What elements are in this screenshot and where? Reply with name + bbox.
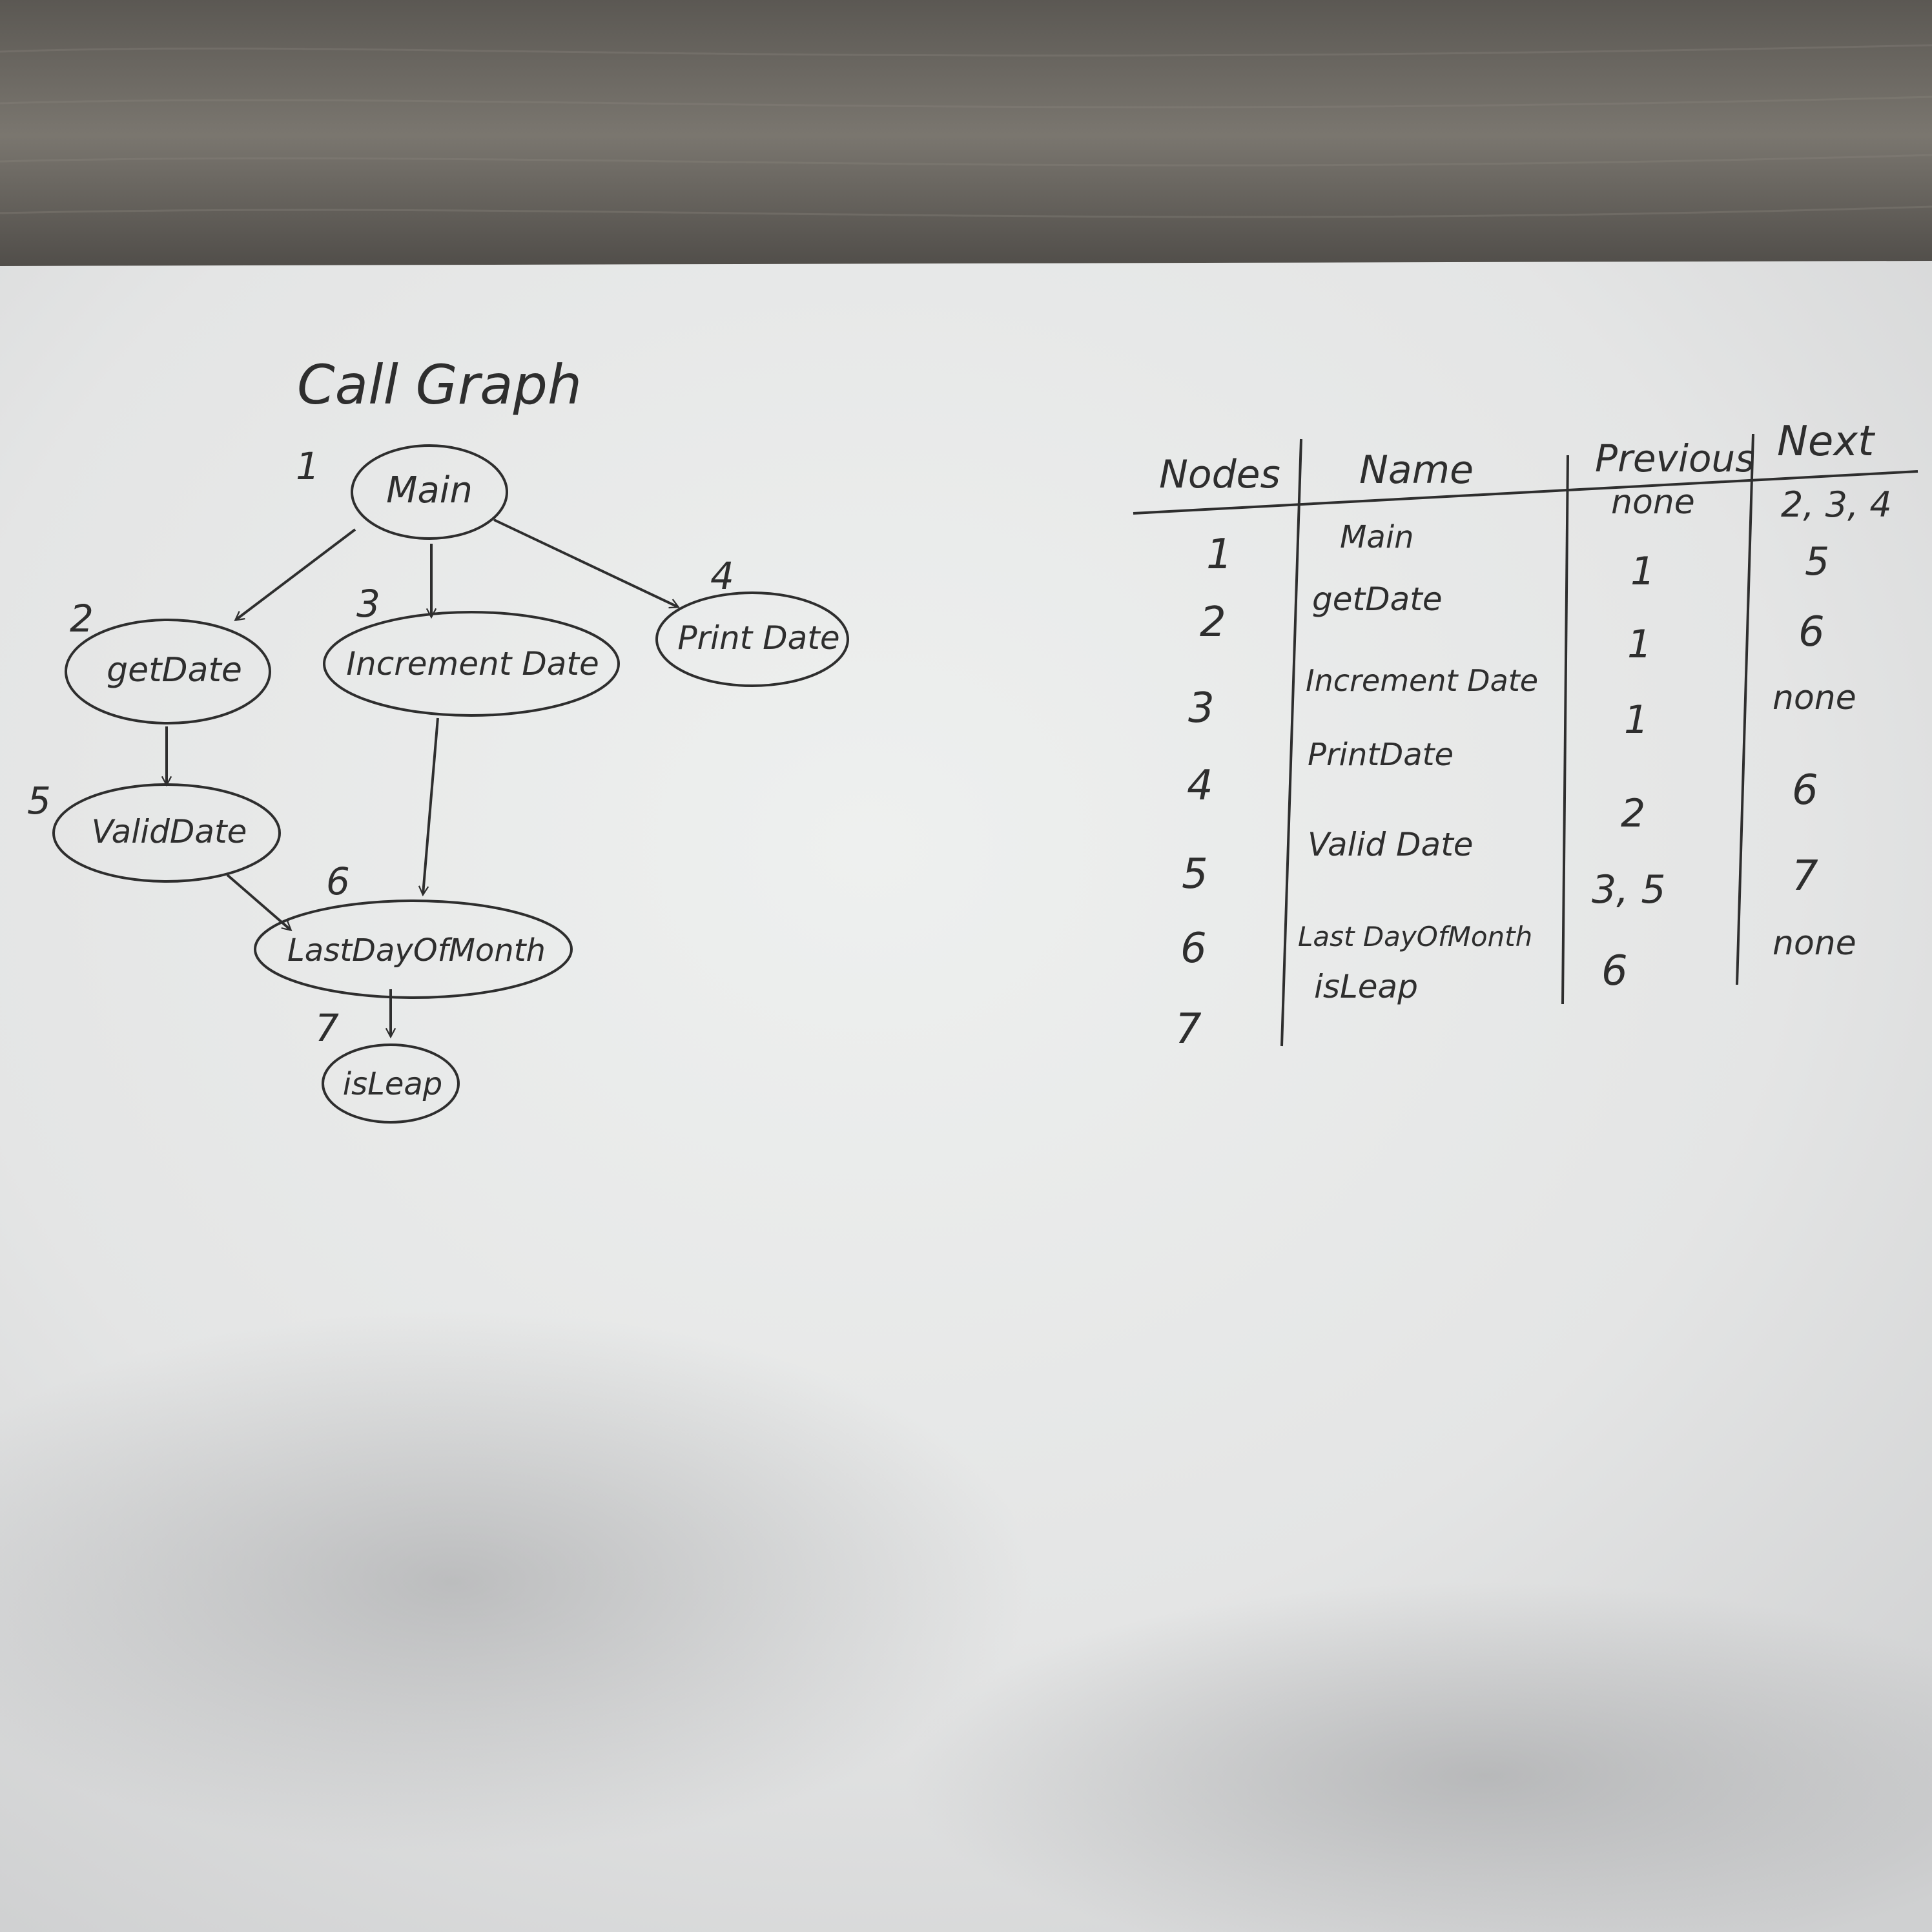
graph-nodes [52, 444, 849, 1124]
graph-node-labels: Main getDate Increment Date Print Date V… [92, 469, 840, 1102]
table-cell-next: 6 [1798, 608, 1825, 656]
table-header-rule [1133, 470, 1918, 515]
table-cell-next: none [1773, 924, 1856, 963]
table-cell-next: none [1773, 679, 1856, 717]
table-lines [1133, 433, 1918, 1047]
table-cell-name: Increment Date [1306, 663, 1538, 698]
table-cell-name: Main [1340, 519, 1414, 555]
table-cell-previous: 3, 5 [1592, 867, 1666, 912]
edge-1-2 [234, 528, 356, 621]
table-col-name: Main getDate Increment Date PrintDate Va… [1298, 519, 1538, 1005]
table-cell-previous: 1 [1627, 622, 1652, 667]
table-cell-node: 1 [1206, 531, 1233, 579]
node-number-2: 2 [70, 597, 94, 641]
table-cell-node: 2 [1200, 599, 1226, 646]
table-cell-name: Valid Date [1308, 826, 1474, 863]
table-cell-next: 6 [1792, 766, 1818, 814]
table-col-previous: none 1 1 1 2 3, 5 6 [1592, 483, 1695, 995]
table-cell-previous: 1 [1624, 697, 1649, 743]
table-col-nodes: 1 2 3 4 5 6 7 [1175, 531, 1233, 1053]
node-label-isleap: isLeap [343, 1066, 443, 1102]
table-cell-name: isLeap [1314, 968, 1418, 1005]
wood-grain [0, 44, 1932, 218]
node-ellipse-validdate [52, 783, 281, 883]
node-ellipse-incrementdate [323, 611, 620, 717]
table-divider-nodes-name [1280, 438, 1302, 1047]
node-ellipse-main [351, 444, 508, 540]
table-cell-node: 3 [1188, 684, 1215, 732]
paper-shadow [0, 1311, 1033, 1853]
table-cell-next: 5 [1805, 539, 1829, 584]
node-number-1: 1 [296, 444, 320, 488]
wood-table [0, 0, 1932, 271]
node-label-printdate: Print Date [677, 619, 839, 657]
header-name: Name [1359, 447, 1474, 493]
node-number-7: 7 [315, 1006, 339, 1050]
table-cell-previous: 2 [1621, 791, 1645, 836]
node-label-main: Main [386, 469, 473, 511]
node-number-5: 5 [27, 779, 51, 823]
node-ellipse-lastdayofmonth [254, 899, 573, 999]
table-cell-previous: 6 [1601, 947, 1628, 995]
node-number-4: 4 [710, 554, 734, 598]
graph-node-numbers: 1 2 3 4 5 6 7 [27, 444, 734, 1050]
node-ellipse-printdate [655, 591, 849, 687]
table-cell-node: 4 [1187, 762, 1213, 810]
table-cell-previous: none [1611, 483, 1695, 522]
node-ellipse-isleap [322, 1043, 460, 1124]
node-label-getdate: getDate [107, 651, 242, 690]
edge-5-6 [226, 874, 293, 932]
table-cell-node: 5 [1182, 850, 1208, 898]
table-cell-node: 7 [1175, 1005, 1202, 1053]
edge-3-6 [418, 717, 439, 897]
graph-title: Call Graph [297, 353, 582, 416]
node-label-incrementdate: Increment Date [346, 645, 599, 683]
node-number-6: 6 [326, 859, 350, 903]
header-next: Next [1777, 418, 1876, 466]
graph-edges [161, 519, 680, 1039]
table-cell-node: 6 [1180, 925, 1207, 972]
node-ellipse-getdate [65, 619, 271, 724]
header-nodes: Nodes [1159, 452, 1280, 497]
table-cell-name: getDate [1312, 581, 1443, 618]
header-previous: Previous [1595, 437, 1754, 480]
node-label-lastdayofmonth: LastDayOfMonth [287, 932, 546, 969]
node-number-3: 3 [356, 582, 380, 626]
table-divider-name-previous [1561, 455, 1569, 1005]
table-cell-next: 2, 3, 4 [1781, 484, 1892, 525]
edge-1-4 [493, 519, 680, 609]
table-cell-name: PrintDate [1308, 737, 1454, 773]
table-col-next: 2, 3, 4 5 6 none 6 7 none [1773, 484, 1892, 963]
node-label-validdate: ValidDate [92, 813, 247, 850]
table-cell-previous: 1 [1630, 549, 1655, 594]
paper-shadow [904, 1582, 1932, 1932]
table-cell-name: Last DayOfMonth [1298, 921, 1532, 952]
table-cell-next: 7 [1792, 852, 1818, 900]
table-divider-previous-next [1736, 433, 1754, 985]
table-header: Nodes Name Previous Next [1159, 418, 1876, 497]
